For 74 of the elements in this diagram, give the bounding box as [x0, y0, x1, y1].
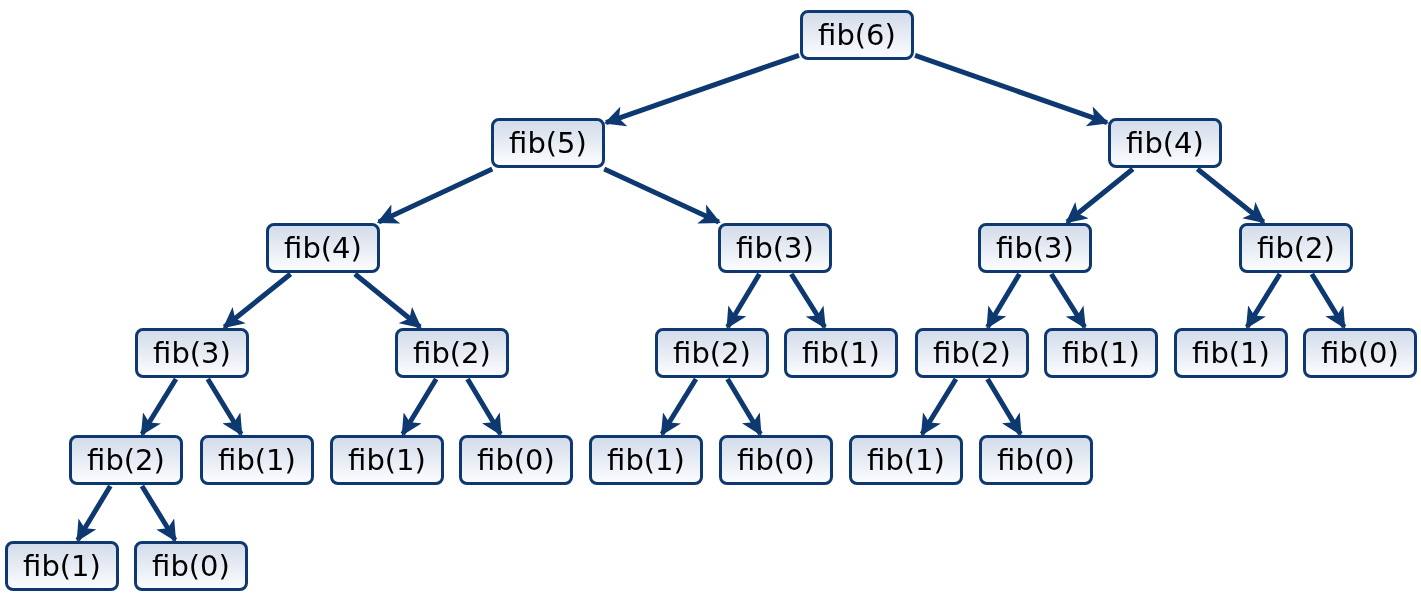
call-box: [200, 435, 314, 485]
call-box: [719, 435, 833, 485]
arrow: [1244, 272, 1283, 329]
call-label: fib(2): [933, 336, 1011, 370]
call-box: [1108, 118, 1222, 168]
call-box: [491, 118, 605, 168]
call-label: fib(5): [509, 126, 587, 160]
arrow: [914, 53, 1109, 127]
call-label: fib(1): [218, 443, 296, 477]
call-box: [134, 541, 248, 591]
arrow: [919, 377, 959, 436]
call-box: [69, 435, 183, 485]
arrow: [75, 484, 113, 542]
call-box: [1239, 223, 1353, 273]
call-label: fib(0): [152, 549, 230, 583]
call-box: [979, 435, 1093, 485]
call-label: fib(1): [348, 443, 426, 477]
call-label: fib(3): [996, 231, 1074, 265]
call-label: fib(6): [818, 18, 896, 52]
call-box: [5, 541, 119, 591]
call-box: [266, 223, 380, 273]
call-label: fib(4): [1126, 126, 1204, 160]
arrow: [725, 272, 762, 329]
arrow: [376, 166, 494, 225]
arrow: [604, 52, 800, 127]
call-box: [655, 328, 769, 378]
call-box: [1303, 328, 1417, 378]
arrow: [1049, 272, 1087, 329]
call-label: fib(1): [1192, 336, 1270, 370]
arrow: [603, 166, 721, 225]
call-box: [978, 223, 1092, 273]
arrow: [1309, 272, 1347, 329]
call-box: [589, 435, 703, 485]
arrow: [1195, 167, 1266, 224]
arrow: [985, 377, 1023, 436]
call-label: fib(1): [23, 549, 101, 583]
arrow: [139, 377, 179, 436]
call-label: fib(1): [867, 443, 945, 477]
arrow: [139, 484, 178, 542]
arrow: [659, 377, 699, 436]
call-label: fib(0): [737, 443, 815, 477]
arrow: [353, 272, 422, 329]
call-box: [784, 328, 898, 378]
arrow: [222, 272, 293, 329]
call-label: fib(4): [284, 231, 362, 265]
call-box: [1174, 328, 1288, 378]
call-box: [330, 435, 444, 485]
call-box: [459, 435, 573, 485]
call-box: [800, 10, 914, 60]
call-label: fib(0): [997, 443, 1075, 477]
arrow: [725, 377, 763, 436]
call-label: fib(0): [477, 443, 555, 477]
arrow: [1065, 167, 1135, 224]
call-box: [718, 223, 832, 273]
call-box: [135, 328, 249, 378]
arrow: [985, 272, 1022, 329]
call-box: [849, 435, 963, 485]
call-label: fib(1): [802, 336, 880, 370]
call-label: fib(1): [607, 443, 685, 477]
arrow: [465, 377, 503, 436]
arrow: [400, 377, 439, 436]
arrow: [205, 377, 244, 436]
call-label: fib(2): [413, 336, 491, 370]
call-box: [915, 328, 1029, 378]
call-label: fib(2): [87, 443, 165, 477]
call-label: fib(3): [153, 336, 231, 370]
call-box: [1044, 328, 1158, 378]
call-label: fib(0): [1321, 336, 1399, 370]
call-label: fib(3): [736, 231, 814, 265]
call-label: fib(2): [673, 336, 751, 370]
arrow: [789, 272, 827, 329]
call-box: [395, 328, 509, 378]
call-label: fib(1): [1062, 336, 1140, 370]
call-label: fib(2): [1257, 231, 1335, 265]
